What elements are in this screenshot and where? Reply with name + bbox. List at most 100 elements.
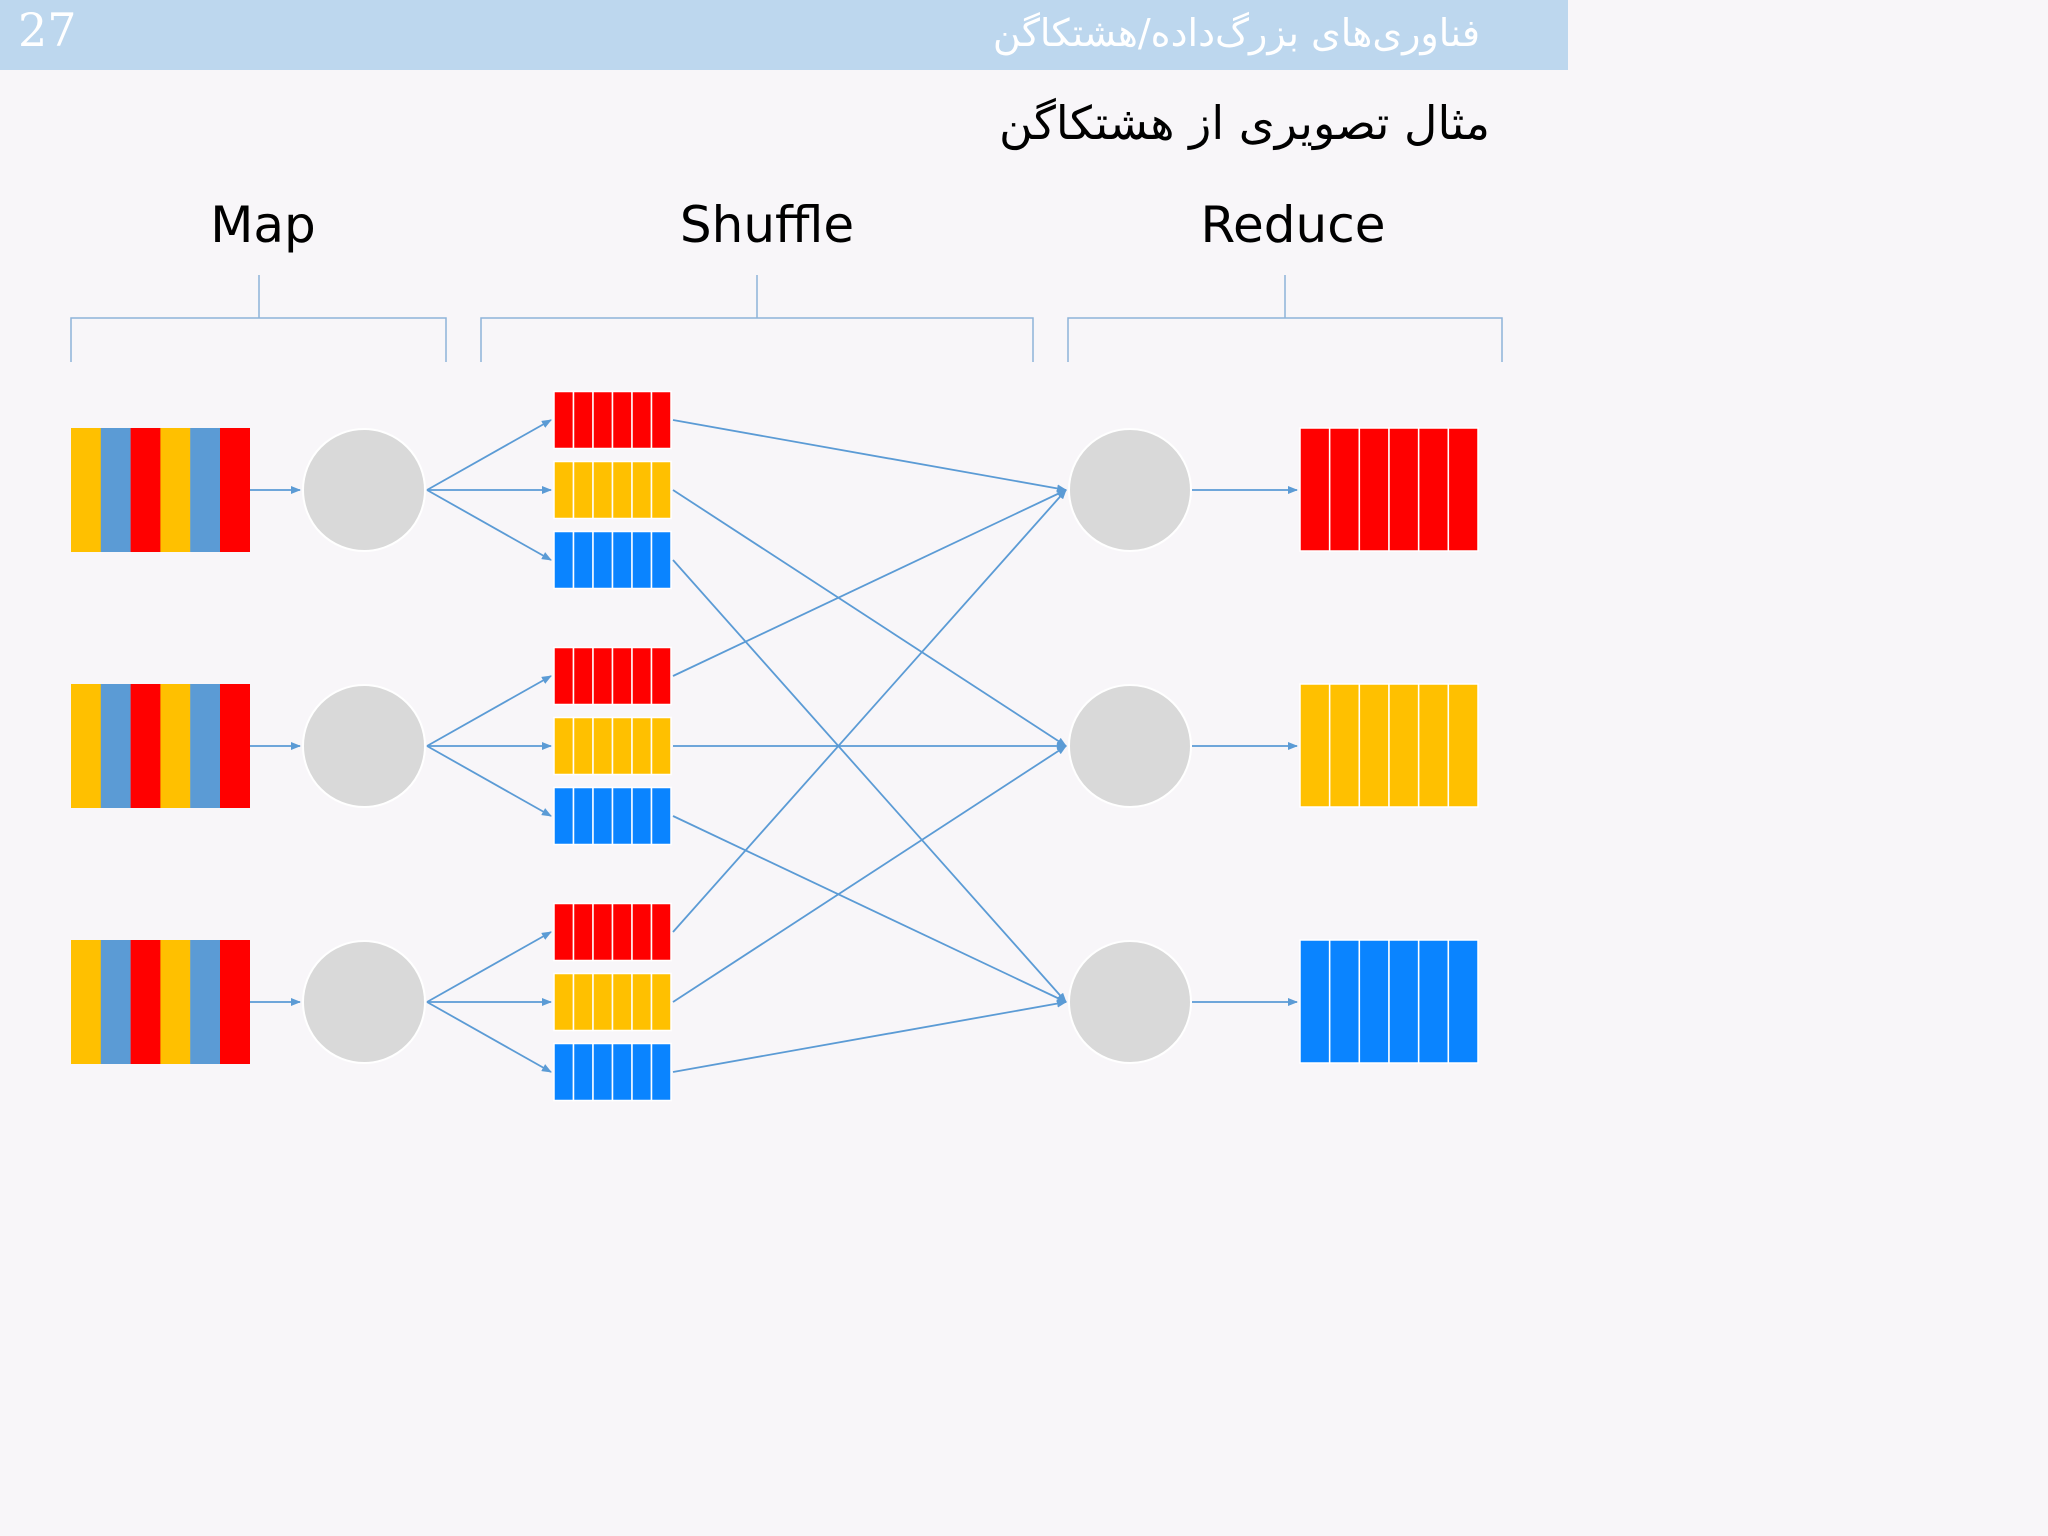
partition-2-yellow-cell xyxy=(650,716,672,776)
slide-title: مثال تصویری از هشتکاگن xyxy=(999,96,1490,150)
input-1-stripe xyxy=(220,428,250,552)
partition-2-red-cell xyxy=(553,646,575,706)
arrow-map-3-to-partition-1 xyxy=(426,931,552,1003)
partition-3-yellow-cell xyxy=(631,972,653,1032)
input-2-stripe xyxy=(190,684,221,808)
partition-2-red-cell xyxy=(572,646,594,706)
output-blue-cell xyxy=(1328,939,1361,1064)
shuffle-arrow-3-1 xyxy=(672,489,1067,933)
input-1-stripe xyxy=(130,428,161,552)
diagram-shapes xyxy=(71,390,1479,1102)
output-blue-cell xyxy=(1388,939,1420,1064)
input-1-stripe xyxy=(190,428,221,552)
arrow-map-1-to-partition-1 xyxy=(426,419,552,491)
input-2-stripe xyxy=(130,684,161,808)
output-red-cell xyxy=(1358,427,1390,552)
partition-3-red-cell xyxy=(611,902,633,962)
partition-2-blue-cell xyxy=(631,786,653,846)
partition-1-yellow-cell xyxy=(553,460,575,520)
partition-1-yellow-cell xyxy=(611,460,633,520)
partition-2-red-cell xyxy=(650,646,672,706)
output-yellow-cell xyxy=(1417,683,1450,808)
input-3-stripe xyxy=(71,940,101,1064)
partition-3-blue-cell xyxy=(631,1042,653,1102)
input-3-stripe xyxy=(220,940,250,1064)
partition-2-yellow-cell xyxy=(631,716,653,776)
input-1-stripe xyxy=(160,428,191,552)
shuffle-arrow-3-3 xyxy=(672,999,1067,1073)
reduce-node-3 xyxy=(1068,940,1192,1064)
partition-3-yellow-cell xyxy=(592,972,614,1032)
map-node-2 xyxy=(302,684,426,808)
partition-1-yellow-cell xyxy=(650,460,672,520)
reduce-node-2 xyxy=(1068,684,1192,808)
header-title: فناوری‌های بزرگ‌داده/هشتکاگن xyxy=(992,11,1480,55)
partition-1-blue-cell xyxy=(553,530,575,590)
partition-1-blue-cell xyxy=(572,530,594,590)
shuffle-arrow-3-2 xyxy=(672,745,1067,1003)
output-yellow-cell xyxy=(1299,683,1331,808)
partition-2-red-cell xyxy=(631,646,653,706)
partition-1-red-cell xyxy=(572,390,594,450)
partition-1-blue-cell xyxy=(631,530,653,590)
partition-2-yellow-cell xyxy=(553,716,575,776)
phase-bracket-shuffle xyxy=(480,275,1034,362)
partition-3-red-cell xyxy=(650,902,672,962)
partition-3-red-cell xyxy=(553,902,575,962)
input-3-stripe xyxy=(130,940,161,1064)
partition-3-yellow-cell xyxy=(650,972,672,1032)
phase-label-reduce: Reduce xyxy=(1200,196,1386,254)
partition-3-yellow-cell xyxy=(553,972,575,1032)
header-bar: 27 فناوری‌های بزرگ‌داده/هشتکاگن xyxy=(0,0,1568,70)
output-yellow-cell xyxy=(1388,683,1420,808)
partition-2-yellow-cell xyxy=(572,716,594,776)
map-node-3 xyxy=(302,940,426,1064)
partition-3-red-cell xyxy=(592,902,614,962)
partition-3-blue-cell xyxy=(592,1042,614,1102)
input-1-stripe xyxy=(71,428,101,552)
input-2-stripe xyxy=(220,684,250,808)
partition-2-blue-cell xyxy=(650,786,672,846)
input-3-stripe xyxy=(160,940,191,1064)
input-3-stripe xyxy=(190,940,221,1064)
input-2-stripe xyxy=(71,684,101,808)
partition-2-blue-cell xyxy=(553,786,575,846)
partition-1-yellow-cell xyxy=(592,460,614,520)
arrow-map-3-to-partition-3 xyxy=(426,1001,552,1073)
input-2-stripe xyxy=(160,684,191,808)
phase-bracket-map xyxy=(70,275,447,362)
partition-3-red-cell xyxy=(572,902,594,962)
input-1-stripe xyxy=(100,428,131,552)
partition-2-blue-cell xyxy=(611,786,633,846)
arrow-map-2-to-partition-1 xyxy=(426,675,552,747)
partition-1-blue-cell xyxy=(650,530,672,590)
partition-3-blue-cell xyxy=(572,1042,594,1102)
partition-1-yellow-cell xyxy=(631,460,653,520)
output-blue-cell xyxy=(1299,939,1331,1064)
partition-2-red-cell xyxy=(611,646,633,706)
output-blue-cell xyxy=(1417,939,1450,1064)
input-2-stripe xyxy=(100,684,131,808)
partition-2-red-cell xyxy=(592,646,614,706)
partition-2-blue-cell xyxy=(592,786,614,846)
output-red-cell xyxy=(1447,427,1479,552)
flow-arrows xyxy=(250,419,1298,1073)
shuffle-arrow-1-3 xyxy=(672,559,1067,1003)
partition-1-red-cell xyxy=(592,390,614,450)
partition-1-red-cell xyxy=(611,390,633,450)
shuffle-arrow-2-3 xyxy=(672,815,1067,1003)
partition-1-blue-cell xyxy=(611,530,633,590)
partition-1-red-cell xyxy=(650,390,672,450)
partition-1-red-cell xyxy=(631,390,653,450)
output-red-cell xyxy=(1417,427,1450,552)
phase-label-shuffle: Shuffle xyxy=(679,196,855,254)
partition-1-blue-cell xyxy=(592,530,614,590)
partition-2-yellow-cell xyxy=(611,716,633,776)
output-yellow-cell xyxy=(1447,683,1479,808)
output-red-cell xyxy=(1328,427,1361,552)
partition-1-red-cell xyxy=(553,390,575,450)
arrow-map-2-to-partition-3 xyxy=(426,745,552,817)
output-blue-cell xyxy=(1447,939,1479,1064)
output-yellow-cell xyxy=(1358,683,1390,808)
output-red-cell xyxy=(1299,427,1331,552)
